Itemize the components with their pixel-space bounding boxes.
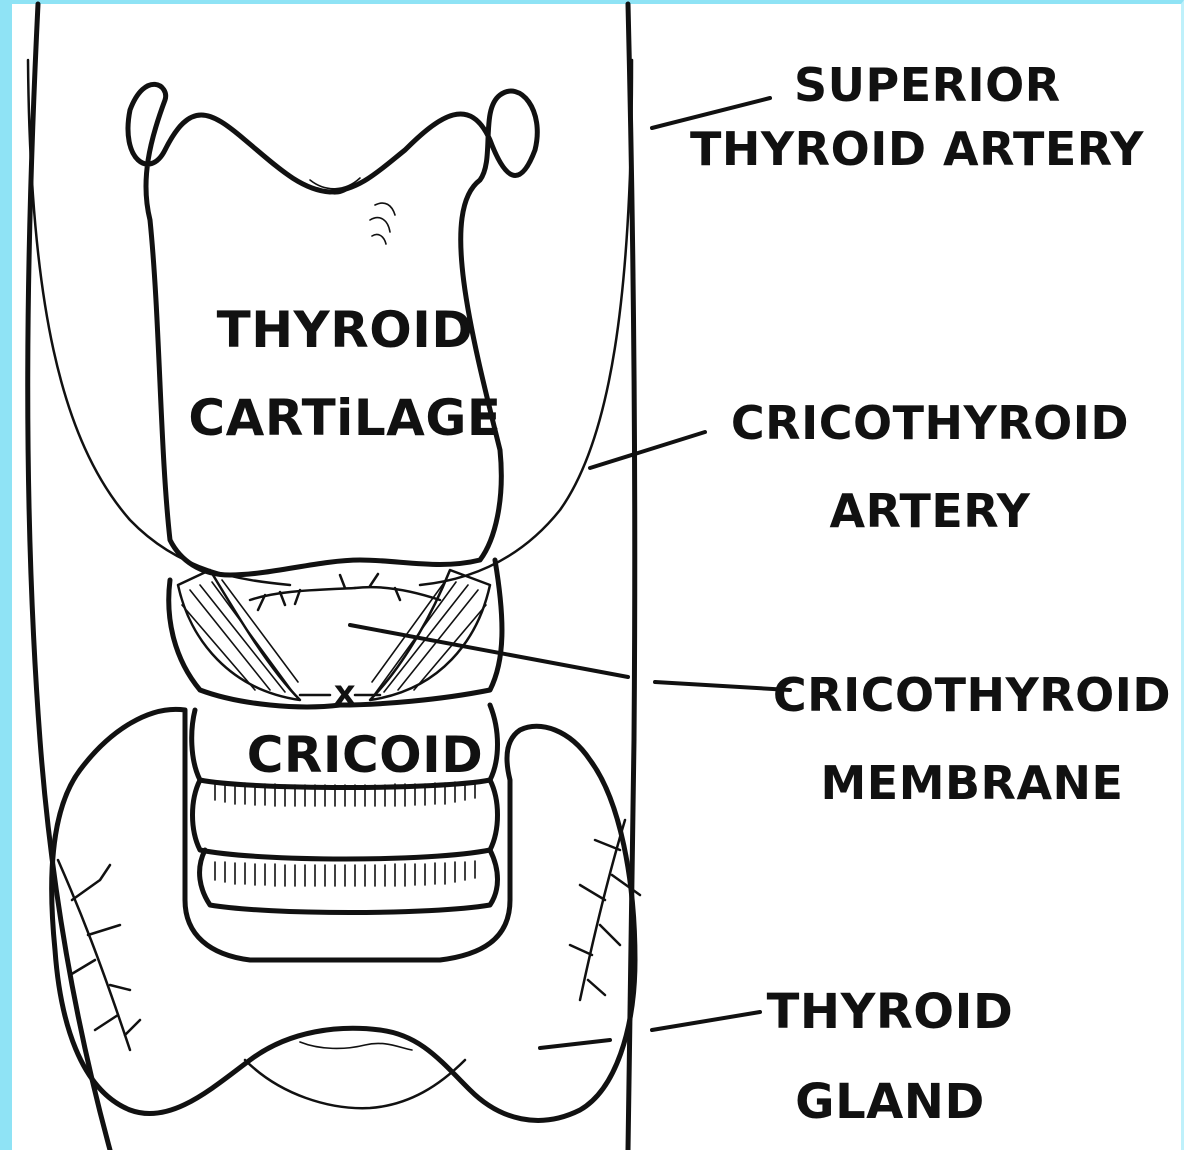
isthmus-detail — [300, 1042, 412, 1050]
leader-cricothyroid-membrane — [350, 625, 790, 690]
label-cricothyroid-membrane: CRICOTHYROID MEMBRANE — [762, 672, 1182, 806]
leader-cricothyroid-artery — [590, 432, 705, 468]
label-cartilage-line2: CARTiLAGE — [185, 393, 505, 443]
label-crico-artery-line1: CRICOTHYROID — [715, 400, 1145, 446]
label-cricoid: CRICOID — [245, 730, 485, 780]
label-gland-line1: THYROID — [750, 988, 1030, 1036]
label-thyroid-cartilage: THYROID CARTiLAGE — [185, 305, 505, 443]
label-gland-line2: GLAND — [750, 1078, 1030, 1126]
label-cartilage-line1: THYROID — [185, 305, 505, 355]
thyroid-isthmus-lower-edge — [245, 1060, 465, 1108]
neck-outline-left — [28, 4, 110, 1150]
leader-thyroid-gland — [540, 1012, 760, 1048]
tracheal-ring-hatching — [215, 781, 475, 886]
label-superior-thyroid-artery: SUPERIOR THYROID ARTERY — [690, 62, 1144, 172]
thyroid-gland-vessels-left — [58, 860, 140, 1050]
label-crico-artery-line2: ARTERY — [715, 488, 1145, 534]
cricothyroid-artery-branches — [250, 574, 440, 610]
label-crico-membrane-line2: MEMBRANE — [762, 760, 1182, 806]
label-superior-line1: SUPERIOR — [690, 62, 1144, 108]
laryngeal-prominence-detail — [370, 203, 395, 244]
cricothyroid-muscle-right — [370, 570, 490, 700]
label-crico-membrane-line1: CRICOTHYROID — [762, 672, 1182, 718]
label-thyroid-gland: THYROID GLAND — [750, 988, 1030, 1126]
label-cricothyroid-artery: CRICOTHYROID ARTERY — [715, 400, 1145, 534]
label-superior-line2: THYROID ARTERY — [690, 126, 1144, 172]
incision-mark: x — [330, 676, 360, 710]
